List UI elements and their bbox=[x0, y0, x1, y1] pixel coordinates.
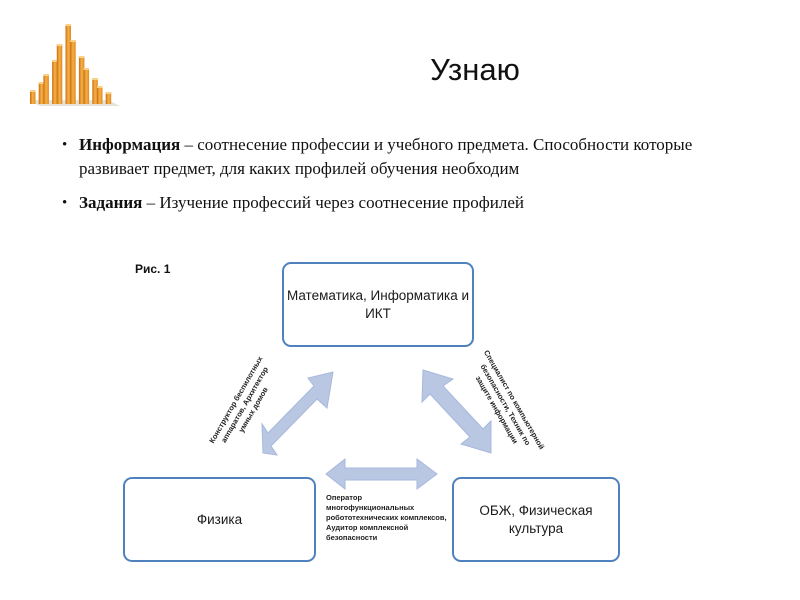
logo-bar bbox=[52, 60, 58, 104]
logo-bar bbox=[92, 78, 98, 104]
bullet-term: Задания bbox=[79, 193, 143, 212]
double-arrow-icon bbox=[325, 457, 438, 491]
logo-bar-top bbox=[38, 82, 45, 84]
logo-bar bbox=[43, 74, 49, 104]
logo-bar bbox=[78, 56, 85, 104]
logo-bar bbox=[38, 82, 45, 104]
double-arrow-icon bbox=[421, 369, 492, 454]
bullet-text: – соотнесение профессии и учебного предм… bbox=[79, 135, 693, 178]
bullet-term: Информация bbox=[79, 135, 181, 154]
edge-label-physics-obzh: Оператор многофункциональных робототехни… bbox=[326, 493, 447, 542]
logo-bar-top bbox=[56, 44, 63, 46]
logo-bar bbox=[65, 24, 71, 104]
logo-bar bbox=[83, 68, 90, 104]
logo-bar-top bbox=[92, 78, 98, 80]
node-math: Математика, Информатика и ИКТ bbox=[282, 262, 474, 347]
figure-caption: Рис. 1 bbox=[135, 262, 171, 276]
logo-bar-top bbox=[97, 86, 103, 88]
logo-bar-top bbox=[30, 90, 36, 92]
node-physics: Физика bbox=[123, 477, 316, 562]
logo-bar-top bbox=[105, 92, 112, 94]
logo-bar-top bbox=[52, 60, 58, 62]
bullet-information: Информация – соотнесение профессии и уче… bbox=[62, 133, 762, 181]
logo-bar bbox=[105, 92, 112, 104]
logo-bar bbox=[56, 44, 63, 104]
logo-bar bbox=[70, 40, 76, 104]
logo-bar-top bbox=[43, 74, 49, 76]
logo-bar-top bbox=[78, 56, 85, 58]
logo-bar bbox=[97, 86, 103, 104]
logo-bar-top bbox=[65, 24, 71, 26]
page-title: Узнаю bbox=[430, 52, 520, 87]
bar-chart-logo-icon bbox=[28, 24, 120, 106]
bullet-list: Информация – соотнесение профессии и уче… bbox=[62, 133, 762, 225]
bullet-tasks: Задания – Изучение профессий через соотн… bbox=[62, 191, 762, 215]
logo-bar bbox=[30, 90, 36, 104]
logo-bar-top bbox=[83, 68, 90, 70]
double-arrow-icon bbox=[261, 371, 334, 456]
logo-bar-top bbox=[70, 40, 76, 42]
node-obzh: ОБЖ, Физическая культура bbox=[452, 477, 620, 562]
bullet-text: – Изучение профессий через соотнесение п… bbox=[142, 193, 524, 212]
